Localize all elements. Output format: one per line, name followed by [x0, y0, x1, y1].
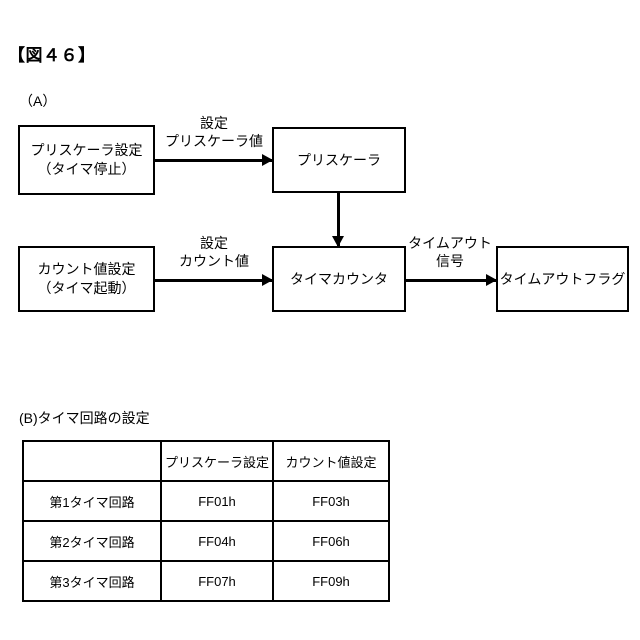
table-header-row: プリスケーラ設定 カウント値設定: [22, 440, 390, 482]
arrow-prescaler-to-counter-icon: [337, 193, 340, 246]
arrow-timeout-signal-icon: [406, 279, 496, 282]
figure-title: 【図４６】: [8, 46, 96, 65]
block-count-setting: カウント値設定 （タイマ起動）: [18, 246, 155, 312]
table-cell-prescaler: FF07h: [160, 560, 274, 602]
block-count-setting-line1: カウント値設定: [37, 261, 136, 278]
table-header-blank: [22, 440, 162, 482]
table-cell-count: FF09h: [272, 560, 390, 602]
table-row: 第2タイマ回路 FF04h FF06h: [22, 520, 390, 562]
table-cell-circuit: 第1タイマ回路: [22, 480, 162, 522]
edge-label-timeout-signal-line2: 信号: [436, 253, 464, 270]
block-timer-counter-line1: タイマカウンタ: [290, 270, 388, 287]
arrow-count-value-icon: [155, 279, 272, 282]
table-header-count: カウント値設定: [272, 440, 390, 482]
section-a-label: （A）: [19, 93, 57, 109]
block-count-setting-line2: （タイマ起動）: [37, 280, 136, 296]
edge-label-count-value-line1: 設定: [200, 235, 228, 251]
timer-settings-table: プリスケーラ設定 カウント値設定 第1タイマ回路 FF01h FF03h 第2タ…: [22, 440, 390, 602]
edge-label-prescaler-value-line1: 設定: [200, 115, 228, 131]
arrow-prescaler-value-icon: [155, 159, 272, 162]
edge-label-count-value: 設定 カウント値: [150, 234, 278, 270]
edge-label-timeout-signal-line1: タイムアウト: [408, 235, 492, 251]
table-row: 第1タイマ回路 FF01h FF03h: [22, 480, 390, 522]
block-timeout-flag: タイムアウトフラグ: [496, 246, 629, 312]
edge-label-prescaler-value-line2: プリスケーラ値: [165, 133, 263, 150]
block-timer-counter: タイマカウンタ: [272, 246, 406, 312]
table-cell-circuit: 第2タイマ回路: [22, 520, 162, 562]
block-prescaler-setting: プリスケーラ設定 （タイマ停止）: [18, 125, 155, 195]
block-prescaler-setting-line1: プリスケーラ設定: [30, 142, 143, 159]
table-cell-count: FF06h: [272, 520, 390, 562]
edge-label-count-value-line2: カウント値: [179, 253, 249, 270]
table-cell-prescaler: FF01h: [160, 480, 274, 522]
edge-label-prescaler-value: 設定 プリスケーラ値: [150, 114, 278, 150]
block-timeout-flag-line1: タイムアウトフラグ: [499, 270, 626, 287]
table-cell-count: FF03h: [272, 480, 390, 522]
table-row: 第3タイマ回路 FF07h FF09h: [22, 560, 390, 602]
table-cell-circuit: 第3タイマ回路: [22, 560, 162, 602]
block-prescaler-setting-line2: （タイマ停止）: [37, 161, 136, 177]
table-header-prescaler: プリスケーラ設定: [160, 440, 274, 482]
block-prescaler: プリスケーラ: [272, 127, 406, 193]
block-prescaler-line1: プリスケーラ: [297, 151, 381, 168]
section-b-label: (B)タイマ回路の設定: [19, 410, 150, 426]
edge-label-timeout-signal: タイムアウト 信号: [398, 234, 502, 270]
table-cell-prescaler: FF04h: [160, 520, 274, 562]
